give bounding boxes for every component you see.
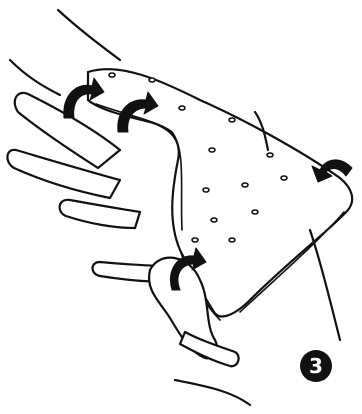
step-number: 3 bbox=[309, 354, 323, 378]
step-number-badge: 3 bbox=[300, 350, 332, 382]
